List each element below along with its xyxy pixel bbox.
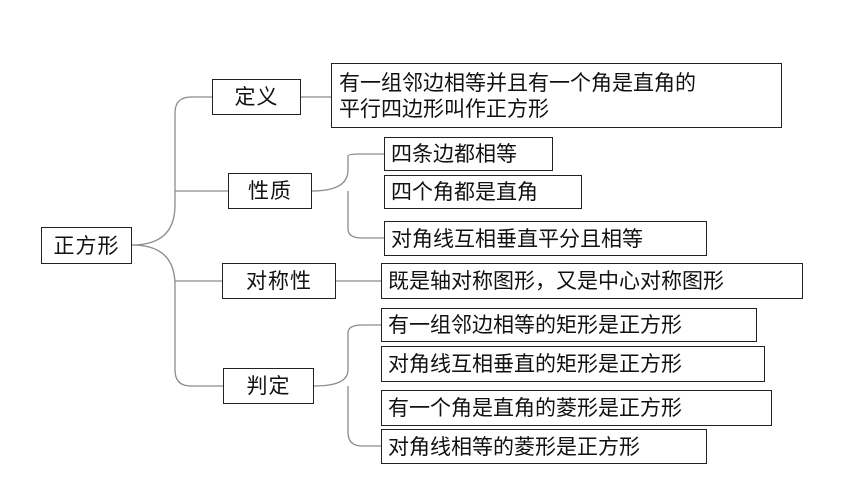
leaf-panding-3-text: 有一个角是直角的菱形是正方形 <box>388 396 682 420</box>
panding-bracket <box>313 324 381 447</box>
branch-dingyi: 定义 <box>212 79 301 115</box>
leaf-panding-1: 有一组邻边相等的矩形是正方形 <box>381 308 757 342</box>
leaf-xingzhi-sides-text: 四条边都相等 <box>391 142 517 166</box>
branch-duichenxing-label: 对称性 <box>246 269 312 293</box>
branch-dingyi-label: 定义 <box>234 85 279 109</box>
leaf-xingzhi-angles: 四个角都是直角 <box>384 175 582 209</box>
leaf-dingyi-line-2: 平行四边形叫作正方形 <box>339 96 549 121</box>
leaf-panding-3: 有一个角是直角的菱形是正方形 <box>381 390 772 426</box>
leaf-panding-2-text: 对角线互相垂直的矩形是正方形 <box>388 352 682 376</box>
leaf-panding-4: 对角线相等的菱形是正方形 <box>381 429 707 464</box>
leaf-xingzhi-sides: 四条边都相等 <box>384 137 553 171</box>
leaf-panding-2: 对角线互相垂直的矩形是正方形 <box>381 346 765 382</box>
leaf-panding-4-text: 对角线相等的菱形是正方形 <box>388 434 640 459</box>
branch-xingzhi-label: 性质 <box>248 179 292 203</box>
root-bracket-bottom <box>131 244 223 387</box>
branch-panding: 判定 <box>223 368 314 404</box>
root-label: 正方形 <box>53 233 120 258</box>
leaf-xingzhi-diagonals-text: 对角线互相垂直平分且相等 <box>391 226 643 251</box>
leaf-dingyi-definition: 有一组邻边相等并且有一个角是直角的 平行四边形叫作正方形 <box>331 63 782 128</box>
leaf-panding-1-text: 有一组邻边相等的矩形是正方形 <box>388 313 682 337</box>
root-node: 正方形 <box>41 227 132 264</box>
leaf-xingzhi-angles-text: 四个角都是直角 <box>391 180 538 204</box>
branch-panding-label: 判定 <box>246 374 291 398</box>
leaf-dingyi-line-1: 有一组邻边相等并且有一个角是直角的 <box>339 70 696 95</box>
leaf-duichenxing-symmetry-text: 既是轴对称图形，又是中心对称图形 <box>388 269 724 293</box>
leaf-duichenxing-symmetry: 既是轴对称图形，又是中心对称图形 <box>381 263 803 299</box>
leaf-xingzhi-diagonals: 对角线互相垂直平分且相等 <box>384 221 707 256</box>
root-bracket-top <box>131 96 212 246</box>
branch-duichenxing: 对称性 <box>222 263 336 299</box>
branch-xingzhi: 性质 <box>228 173 312 209</box>
xingzhi-bracket <box>311 153 384 239</box>
